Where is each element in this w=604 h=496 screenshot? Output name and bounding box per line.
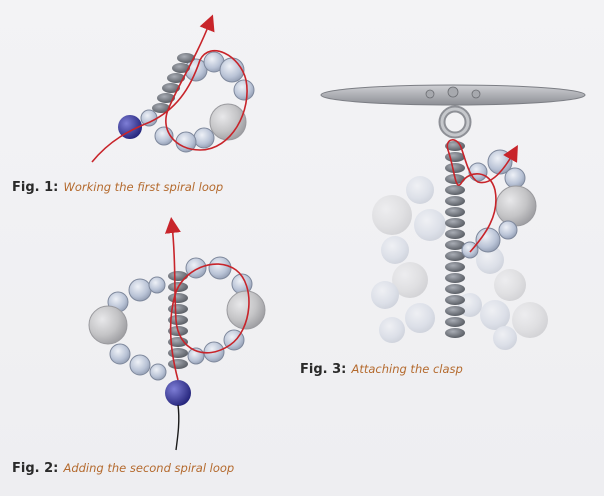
figure-3-spiral-beads: [461, 149, 537, 259]
figure-2-tail-thread: [175, 404, 180, 451]
figure-1-caption: Fig. 1: Working the first spiral loop: [12, 176, 223, 195]
figure-1-seed-beads: [152, 53, 195, 113]
figure-3-seed-strand: [445, 141, 465, 338]
figure-1-accent-bead: [118, 115, 142, 139]
figure-2-accent-bead: [165, 380, 191, 406]
figure-3-thread: [446, 139, 518, 253]
figure-3-title: Attaching the clasp: [351, 362, 463, 376]
figure-1-number: Fig. 1:: [12, 180, 59, 195]
figure-3-caption: Fig. 3: Attaching the clasp: [300, 358, 463, 377]
figure-2-number: Fig. 2:: [12, 461, 59, 476]
figure-2-caption: Fig. 2: Adding the second spiral loop: [12, 457, 234, 476]
figure-2-left-loop: [88, 276, 167, 381]
figure-1-title: Working the first spiral loop: [63, 180, 224, 194]
figure-2-title: Adding the second spiral loop: [63, 461, 235, 475]
figure-2-thread: [164, 217, 250, 381]
figure-1-diagram: [91, 14, 255, 163]
clasp-bar: [320, 84, 586, 106]
figure-3-number: Fig. 3:: [300, 362, 347, 377]
clasp-ring: [438, 105, 472, 139]
figure-3-diagram: [320, 84, 586, 350]
figure-2-diagram: [88, 217, 266, 451]
figure-1-thread: [91, 14, 248, 163]
